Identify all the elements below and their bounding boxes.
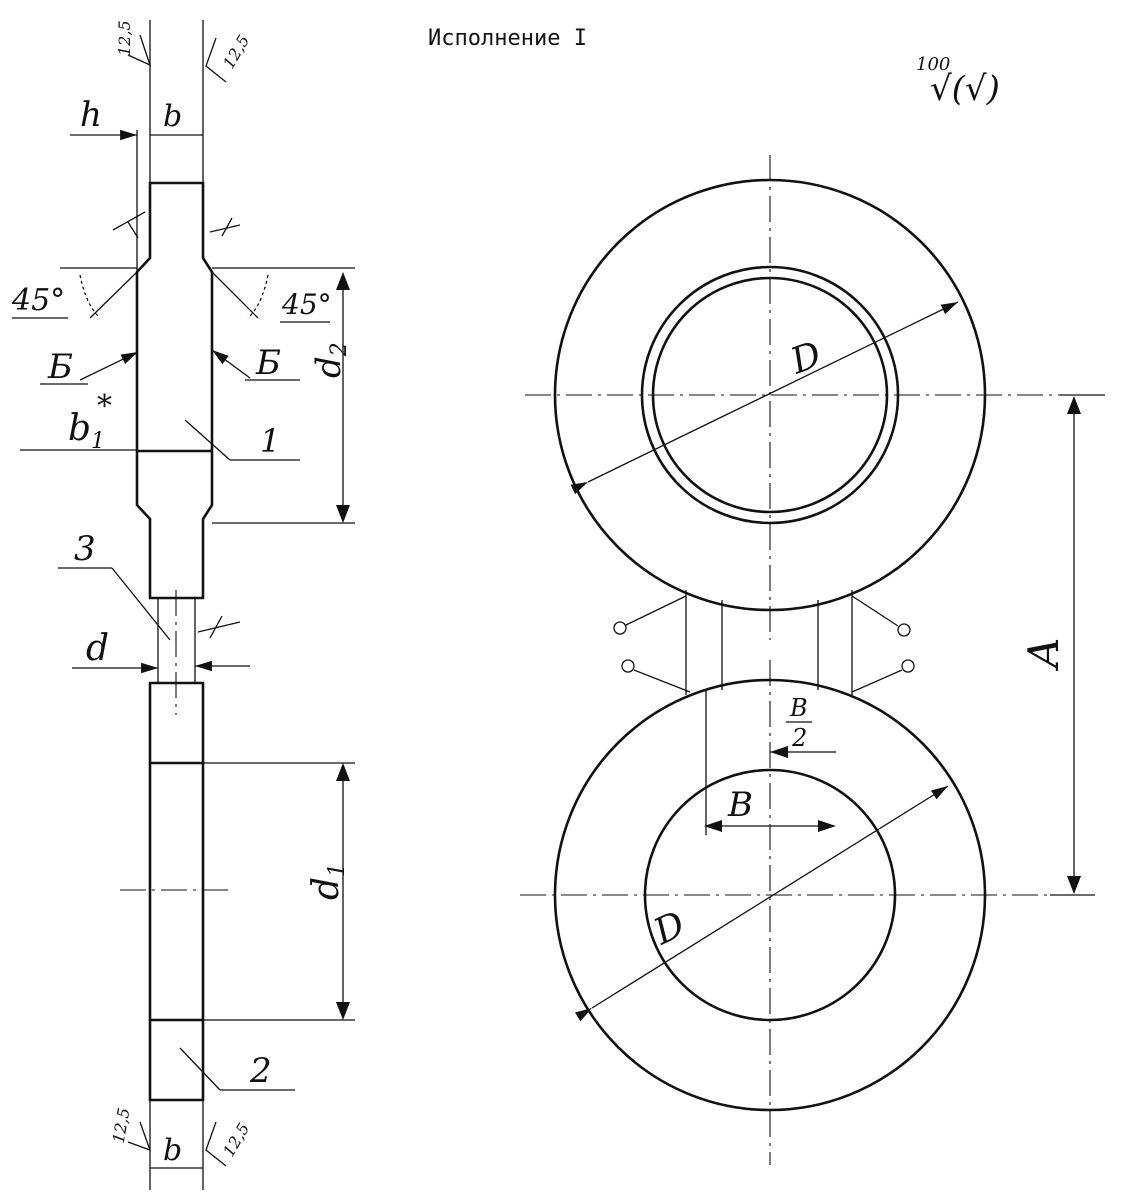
weld-leader <box>625 595 687 626</box>
plan-view: D D A B 2 B <box>520 155 1105 1165</box>
callout-B-right-label: Б <box>255 343 281 383</box>
angle-leg-right <box>211 271 259 319</box>
b-top-label: b <box>163 99 182 134</box>
weld-circle <box>621 659 635 673</box>
D-lower-label: D <box>647 904 692 954</box>
roughness-top-right-value: 12,5 <box>219 32 253 72</box>
part-1-leader <box>184 419 231 461</box>
angle-arc-right <box>247 274 269 319</box>
angle-leg-left <box>89 271 138 319</box>
B-half-denominator: 2 <box>791 724 807 752</box>
D-upper-dim-line <box>570 301 959 495</box>
surface-finish-symbol: 100 √(√) <box>916 54 1000 109</box>
B-half-arrow <box>770 746 788 758</box>
roughness-bottom-right-value: 12,5 <box>219 1120 253 1160</box>
weld-symbols <box>613 595 915 693</box>
lower-plate-bottom-hatched <box>148 1018 205 1102</box>
surface-mark-left <box>112 211 146 239</box>
section-view: h b 12,5 12,5 45° 45° Б Б b1* <box>11 20 355 1190</box>
h-label: h <box>80 95 102 135</box>
part-3-leader <box>111 567 171 641</box>
surface-mark-bridge <box>197 615 241 639</box>
B-half-numerator: B <box>789 694 808 722</box>
callout-B-right-leader <box>211 349 251 379</box>
A-label: A <box>1019 638 1068 672</box>
weld-circle <box>613 621 627 635</box>
part-2-label: 2 <box>249 1051 272 1091</box>
d-label: d <box>86 628 109 669</box>
surface-finish-glyph: √(√) <box>930 69 1000 109</box>
roughness-bottom-left-value: 12,5 <box>109 1106 134 1144</box>
B-label: B <box>727 785 753 825</box>
angle-left-label: 45° <box>11 283 65 318</box>
angle-right-label: 45° <box>281 288 332 321</box>
part-2-leader <box>179 1047 221 1091</box>
weld-leader <box>851 669 903 693</box>
roughness-mark-top-right <box>205 37 227 83</box>
D-upper-label: D <box>785 334 827 383</box>
angle-arc-left <box>79 274 101 319</box>
roughness-mark-bottom-right <box>205 1121 227 1167</box>
weld-circle <box>901 659 915 673</box>
roughness-top-left-value: 12,5 <box>115 20 134 56</box>
d1-label: d1 <box>306 863 350 900</box>
weld-leader <box>851 595 899 627</box>
weld-circle <box>897 623 911 637</box>
drawing-title: Исполнение I <box>428 26 587 51</box>
callout-B-left-label: Б <box>47 347 73 387</box>
part-1-label: 1 <box>260 422 280 460</box>
upper-plate-outline <box>135 181 214 600</box>
callout-B-left-leader <box>79 351 139 381</box>
part-3-label: 3 <box>74 529 96 569</box>
D-lower-dim-line <box>574 785 949 1022</box>
weld-leader <box>633 669 691 693</box>
b-bottom-label: b <box>163 1133 182 1168</box>
d2-label: d2 <box>309 342 352 378</box>
roughness-mark-bottom-left <box>127 1121 152 1152</box>
surface-finish-value: 100 <box>916 54 950 75</box>
b1-label: b1* <box>68 389 112 454</box>
roughness-mark-top-left <box>127 34 152 67</box>
surface-mark-right <box>209 217 241 237</box>
